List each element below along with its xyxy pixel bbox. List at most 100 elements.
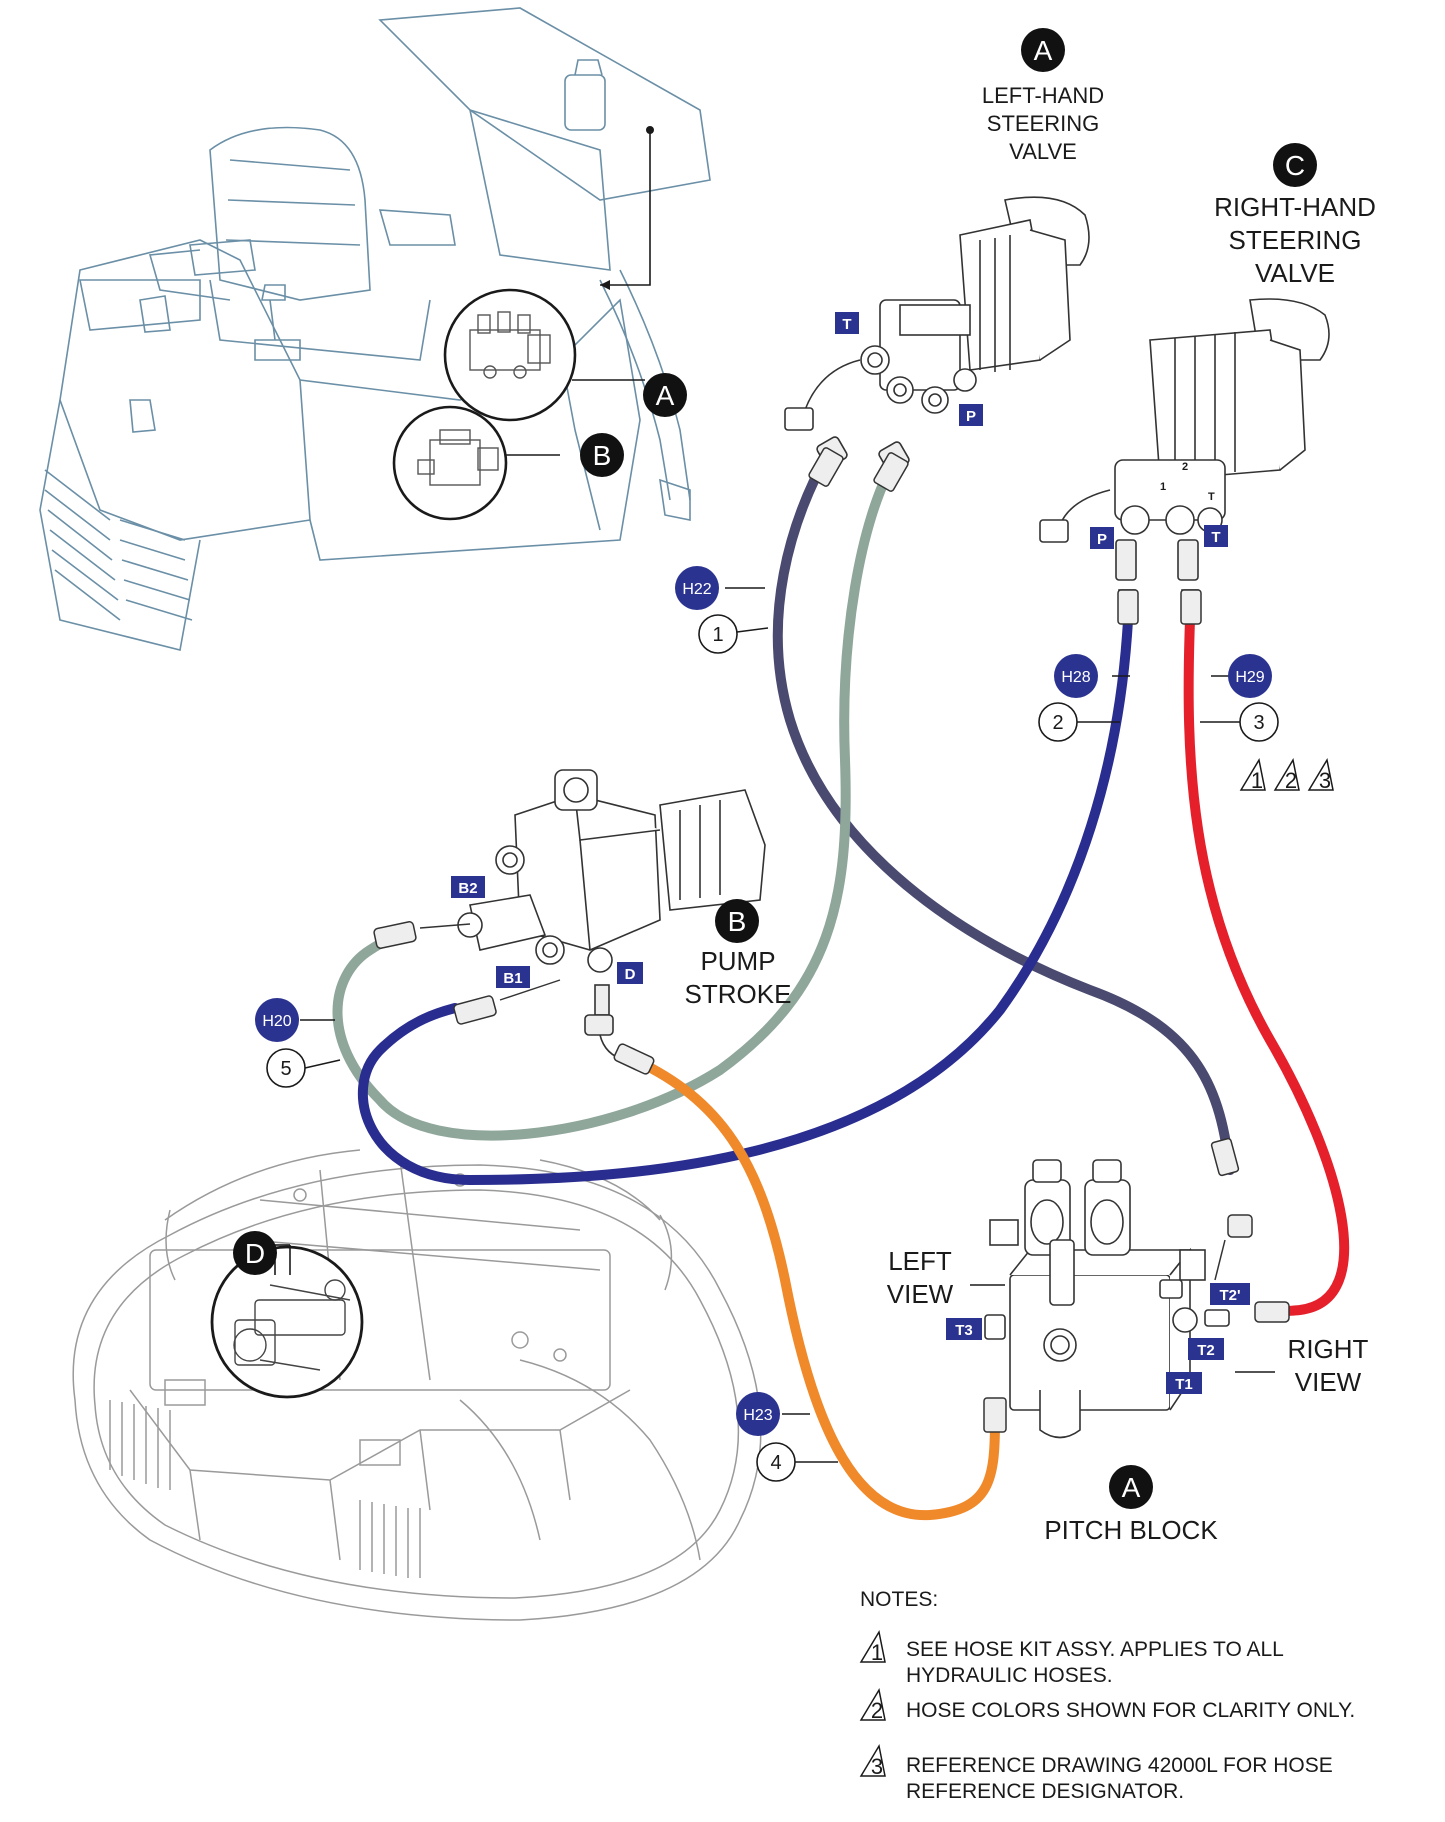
- callout-a-pitch-letter: A: [1122, 1472, 1141, 1503]
- left-view-label: LEFT VIEW: [878, 1245, 962, 1311]
- port-label-t1: T1: [1175, 1376, 1193, 1393]
- callout-b-pump-letter: B: [728, 906, 747, 937]
- port-tag-d: [617, 962, 643, 984]
- item-number-4: 4: [756, 1442, 796, 1482]
- port-label-left-t: T: [842, 316, 851, 333]
- left-view-label-line-1: LEFT: [888, 1246, 952, 1276]
- note-3-line-2: REFERENCE DESIGNATOR.: [906, 1780, 1185, 1803]
- right-valve-port-numbers: 12T: [1160, 461, 1215, 503]
- item-number-4-text: 4: [770, 1452, 781, 1474]
- left-hand-steering-valve: [784, 196, 1090, 473]
- hose-h28: [358, 615, 1133, 1186]
- callout-c-letter: C: [1285, 150, 1305, 181]
- port-tag-right-t: [1204, 525, 1228, 547]
- pump-stroke-label: PUMP STROKE: [660, 945, 816, 1011]
- hose-tag-h28-text: H28: [1061, 669, 1090, 686]
- note-2: HOSE COLORS SHOWN FOR CLARITY ONLY.: [906, 1698, 1355, 1724]
- port-tag-t1: [1166, 1372, 1202, 1394]
- hose-tag-h20-text: H20: [262, 1013, 291, 1030]
- callout-b-machine: B: [580, 433, 624, 477]
- item-number-1-text: 1: [712, 624, 723, 646]
- right-view-label: RIGHT VIEW: [1278, 1333, 1378, 1399]
- note-flag-number-2: 2: [1285, 768, 1297, 793]
- port-label-right-t: T: [1211, 529, 1220, 546]
- left-hand-steering-valve-label: LEFT-HAND STEERING VALVE: [958, 82, 1128, 166]
- hose-tag-h23: H23: [736, 1392, 780, 1436]
- callout-a-machine-letter: A: [656, 380, 675, 411]
- hose-h23: [630, 1055, 1000, 1521]
- leader-lines: [300, 587, 1275, 1463]
- svg-text:T: T: [1208, 491, 1215, 503]
- callout-d: D: [233, 1231, 277, 1275]
- right-view-label-line-1: RIGHT: [1287, 1334, 1369, 1364]
- notes-title: NOTES:: [860, 1588, 939, 1611]
- callout-b-pump: B: [715, 899, 759, 943]
- hose-h20: [332, 455, 900, 1141]
- right-hand-steering-valve-label: RIGHT-HAND STEERING VALVE: [1195, 191, 1395, 290]
- valve-d-detail-circle: [210, 1244, 364, 1399]
- item-number-5-text: 5: [280, 1058, 291, 1080]
- svg-text:1: 1: [871, 1640, 883, 1665]
- note-3-line-1: REFERENCE DRAWING 42000L FOR HOSE: [906, 1754, 1333, 1777]
- port-tags: T P P T B2 B1 D T3 T2' T2 T1: [451, 312, 1250, 1394]
- port-tag-t3: [946, 1318, 982, 1340]
- left-steering-label-line-3: VALVE: [1009, 139, 1077, 164]
- item-number-3-text: 3: [1253, 712, 1264, 734]
- notes-triangle-numbers: 1 2 3: [871, 1640, 883, 1779]
- right-view-label-line-2: VIEW: [1294, 1367, 1362, 1397]
- port-label-t3: T3: [955, 1322, 973, 1339]
- hose-tag-h23-text: H23: [743, 1407, 772, 1424]
- port-label-right-p: P: [1097, 531, 1107, 548]
- left-view-label-line-2: VIEW: [886, 1279, 954, 1309]
- hose-tags: H22 1 H28 2 H29 3 H20 5: [255, 566, 1279, 1482]
- note-flags: [1239, 757, 1334, 791]
- pump-hose-fittings: [373, 921, 655, 1075]
- valve-b-detail-circle: [392, 405, 560, 521]
- hose-tag-h29: H29: [1228, 654, 1272, 698]
- item-number-5: 5: [266, 1048, 306, 1088]
- pitch-block-label-text: PITCH BLOCK: [1044, 1515, 1218, 1545]
- left-steering-label-line-1: LEFT-HAND: [981, 83, 1105, 108]
- pump-stroke-label-line-1: PUMP: [700, 946, 776, 976]
- note-flag-3: [1307, 757, 1334, 791]
- callout-d-letter: D: [245, 1238, 265, 1269]
- svg-text:3: 3: [871, 1754, 883, 1779]
- pump-stroke-valve: [457, 769, 766, 1061]
- port-tag-t2-prime: [1210, 1283, 1250, 1305]
- port-tag-t2: [1188, 1338, 1224, 1360]
- item-number-3: 3: [1239, 702, 1279, 742]
- pump-stroke-label-line-2: STROKE: [684, 979, 792, 1009]
- note-1-line-1: SEE HOSE KIT ASSY. APPLIES TO ALL: [906, 1638, 1284, 1661]
- left-steering-label-line-2: STEERING: [986, 111, 1100, 136]
- notes-triangles: [859, 1629, 886, 1777]
- port-tag-left-p: [959, 404, 983, 426]
- hose-tag-h29-text: H29: [1235, 669, 1264, 686]
- trowel-machine-illustration: [72, 1149, 762, 1621]
- right-steering-label-line-1: RIGHT-HAND: [1214, 192, 1376, 222]
- callout-a-top: A: [1021, 28, 1065, 72]
- callout-a-machine: A: [643, 373, 687, 417]
- pitch-block: [984, 1159, 1230, 1439]
- operator-station-illustration: [39, 7, 711, 651]
- note-flag-2: [1273, 757, 1300, 791]
- right-steering-label-line-3: VALVE: [1255, 258, 1335, 288]
- port-label-b2: B2: [458, 880, 477, 897]
- port-label-t2-prime: T2': [1219, 1287, 1240, 1304]
- item-number-2: 2: [1038, 702, 1078, 742]
- pitch-block-fittings: [983, 1137, 1290, 1433]
- pitch-block-label: PITCH BLOCK: [1020, 1514, 1242, 1547]
- port-tag-right-p: [1090, 527, 1114, 549]
- hose-h29: [1183, 615, 1350, 1317]
- port-tag-b1: [496, 966, 530, 988]
- svg-text:1: 1: [1160, 481, 1166, 493]
- right-hand-steering-valve: [1039, 298, 1330, 621]
- note-1-line-2: HYDRAULIC HOSES.: [906, 1664, 1113, 1687]
- callout-a-pitch: A: [1109, 1465, 1153, 1509]
- hose-h22: [772, 445, 1235, 1175]
- port-tag-left-t: [835, 312, 859, 334]
- hose-tag-h22-text: H22: [682, 581, 711, 598]
- right-steering-label-line-2: STEERING: [1228, 225, 1362, 255]
- port-label-d: D: [625, 966, 636, 983]
- valve-a-detail-circle: [443, 288, 645, 422]
